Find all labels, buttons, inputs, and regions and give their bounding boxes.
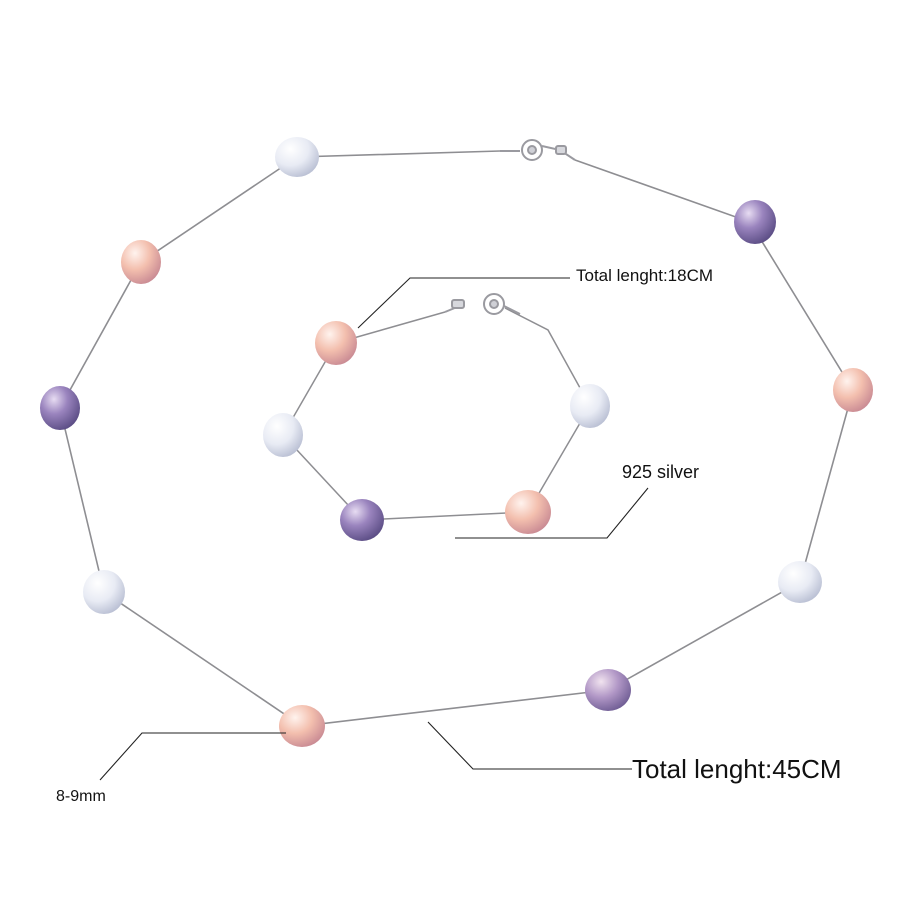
necklace-clasp — [500, 139, 576, 161]
pearl — [121, 240, 161, 284]
material-label: 925 silver — [622, 462, 700, 482]
bracelet-pearls — [263, 321, 610, 541]
pearl — [315, 321, 357, 365]
pearl-size-label: 8-9mm — [56, 788, 106, 805]
leader-line-necklace-length — [427, 721, 632, 770]
bracelet-clasp — [444, 293, 521, 315]
pearl — [83, 570, 125, 614]
leader-line-bracelet-length — [357, 277, 570, 329]
pearl — [279, 705, 325, 747]
pearl — [275, 137, 319, 177]
necklace-pearls — [40, 137, 873, 747]
pearl — [263, 413, 303, 457]
necklace-length-label: Total lenght:45CM — [632, 754, 842, 784]
pearl — [40, 386, 80, 430]
necklace-chain — [59, 150, 854, 727]
pearl — [734, 200, 776, 244]
pearl — [585, 669, 631, 711]
pearl — [505, 490, 551, 534]
leader-lines — [99, 277, 649, 781]
leader-line-material — [455, 487, 649, 539]
pearl — [833, 368, 873, 412]
pearl — [778, 561, 822, 603]
pearl — [570, 384, 610, 428]
bracelet-length-label: Total lenght:18CM — [576, 266, 714, 285]
leader-line-pearl-size — [99, 732, 286, 781]
pearl — [340, 499, 384, 541]
